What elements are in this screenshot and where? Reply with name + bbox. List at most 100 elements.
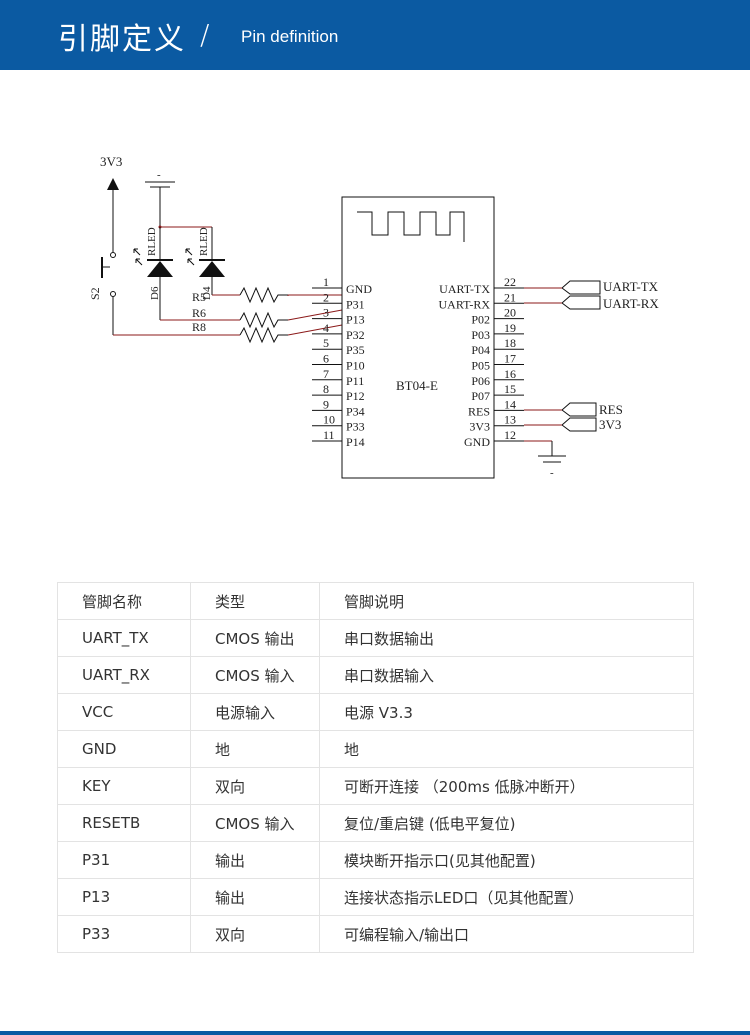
resistor-r5: R5: [192, 286, 288, 304]
led-d6-ref: D6: [149, 286, 161, 300]
table-cell: 复位/重启键 (低电平复位): [319, 804, 694, 842]
connector-uart-rx: UART-RX: [561, 295, 659, 311]
table-cell: KEY: [57, 767, 191, 805]
left-pin-number: 6: [323, 352, 329, 366]
page-subtitle: Pin definition: [241, 27, 339, 46]
led-d4-type: RLED: [198, 227, 210, 256]
left-pin-number: 1: [323, 275, 329, 289]
left-pin-number: 4: [323, 321, 329, 335]
power-arrow-icon: [107, 178, 119, 190]
left-pin-number: 10: [323, 413, 335, 427]
left-pin-name: P33: [346, 420, 365, 434]
right-pin-number: 22: [504, 275, 516, 289]
left-pin-name: P11: [346, 374, 364, 388]
right-pin-number: 14: [504, 397, 516, 411]
page-title: 引脚定义: [58, 22, 186, 57]
left-pin-name: P31: [346, 297, 365, 311]
left-pin-number: 5: [323, 336, 329, 350]
led-d6: RLED D6: [133, 227, 240, 321]
left-pin-number: 7: [323, 367, 329, 381]
left-pin-name: P10: [346, 359, 365, 373]
resistor-r6-label: R6: [192, 306, 206, 320]
table-cell: CMOS 输入: [190, 656, 320, 694]
switch-s2: S2: [88, 252, 116, 300]
column-header: 类型: [190, 582, 320, 620]
table-cell: UART_TX: [57, 619, 191, 657]
table-cell: P13: [57, 878, 191, 916]
table-cell: 电源 V3.3: [319, 693, 694, 731]
switch-label: S2: [88, 287, 102, 300]
left-pin-number: 8: [323, 382, 329, 396]
right-pin-number: 21: [504, 290, 516, 304]
right-pin-name: P02: [471, 313, 490, 327]
right-pin-number: 20: [504, 306, 516, 320]
right-pin-number: 19: [504, 321, 516, 335]
table-cell: CMOS 输入: [190, 804, 320, 842]
right-pin-name: UART-TX: [439, 282, 490, 296]
column-header: 管脚名称: [57, 582, 191, 620]
left-pin-name: P32: [346, 328, 365, 342]
table-cell: 双向: [190, 915, 320, 953]
power-label: 3V3: [100, 154, 122, 169]
table-cell: VCC: [57, 693, 191, 731]
table-cell: 串口数据输入: [319, 656, 694, 694]
antenna-icon: [357, 211, 465, 242]
right-pin-name: RES: [468, 404, 490, 418]
connector-3v3-label: 3V3: [599, 417, 621, 432]
right-pin-name: P05: [471, 359, 490, 373]
column-header: 管脚说明: [319, 582, 694, 620]
table-cell: 电源输入: [190, 693, 320, 731]
resistor-r6: R6: [192, 306, 288, 329]
right-pin-name: 3V3: [469, 420, 490, 434]
left-pin-name: P14: [346, 435, 365, 449]
resistor-r5-label: R5: [192, 290, 206, 304]
module-box: [341, 196, 495, 479]
right-pin: 13 3V3: [469, 413, 524, 434]
right-pin-number: 18: [504, 336, 516, 350]
footer-bar: [0, 1031, 750, 1035]
right-pin-number: 13: [504, 413, 516, 427]
led-d4-ref: D4: [201, 286, 213, 300]
right-pin-name: P07: [471, 389, 490, 403]
svg-text:-: -: [550, 467, 554, 479]
right-pin-name: UART-RX: [438, 297, 490, 311]
connector-uart-tx-label: UART-TX: [603, 279, 659, 294]
right-pin-name: P03: [471, 328, 490, 342]
table-cell: RESETB: [57, 804, 191, 842]
led-d6-type: RLED: [146, 227, 158, 256]
table-cell: CMOS 输出: [190, 619, 320, 657]
left-pin-number: 2: [323, 290, 329, 304]
right-pin-name: P04: [471, 343, 490, 357]
table-cell: 地: [190, 730, 320, 768]
table-cell: 双向: [190, 767, 320, 805]
table-cell: P33: [57, 915, 191, 953]
